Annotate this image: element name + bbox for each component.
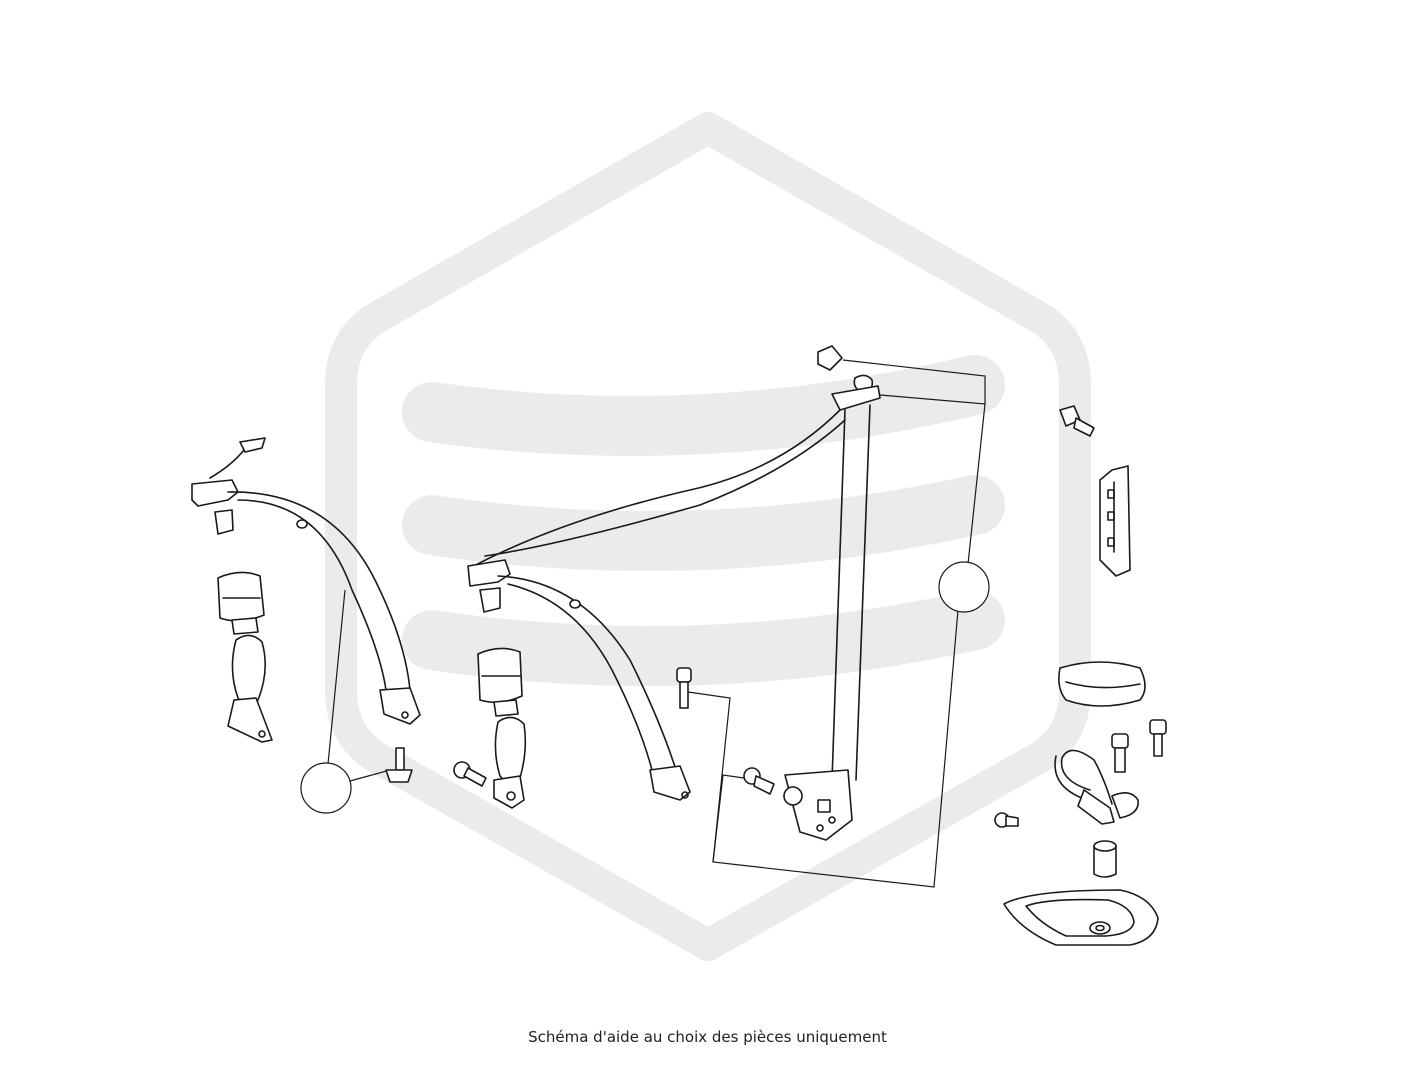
height-adjuster-rail-icon [1059, 405, 1131, 577]
bolt-center-icon [453, 761, 487, 787]
mounting-cup-icon [1003, 889, 1159, 946]
bolts-right-icon [994, 719, 1167, 828]
d-ring-anchor-icon [1054, 749, 1139, 825]
rear-seat-belt-center-icon [467, 409, 846, 801]
callout-leader-lines [327, 359, 986, 888]
bolt-upper-center-icon [676, 667, 692, 709]
callout-left[interactable] [300, 762, 352, 814]
trim-cap-icon [1058, 661, 1146, 707]
buckle-center-icon [477, 647, 527, 809]
diagram-caption: Schéma d'aide au choix des pièces unique… [528, 1028, 887, 1046]
rear-seat-belt-left-icon [191, 437, 421, 725]
spacer-sleeve-icon [1093, 840, 1117, 878]
buckle-left-icon [217, 571, 273, 743]
shoulder-belt-retractor-icon [743, 345, 881, 841]
watermark-logo-icon [325, 112, 1091, 961]
callout-right[interactable] [938, 561, 990, 613]
bolt-left-icon [385, 747, 413, 783]
